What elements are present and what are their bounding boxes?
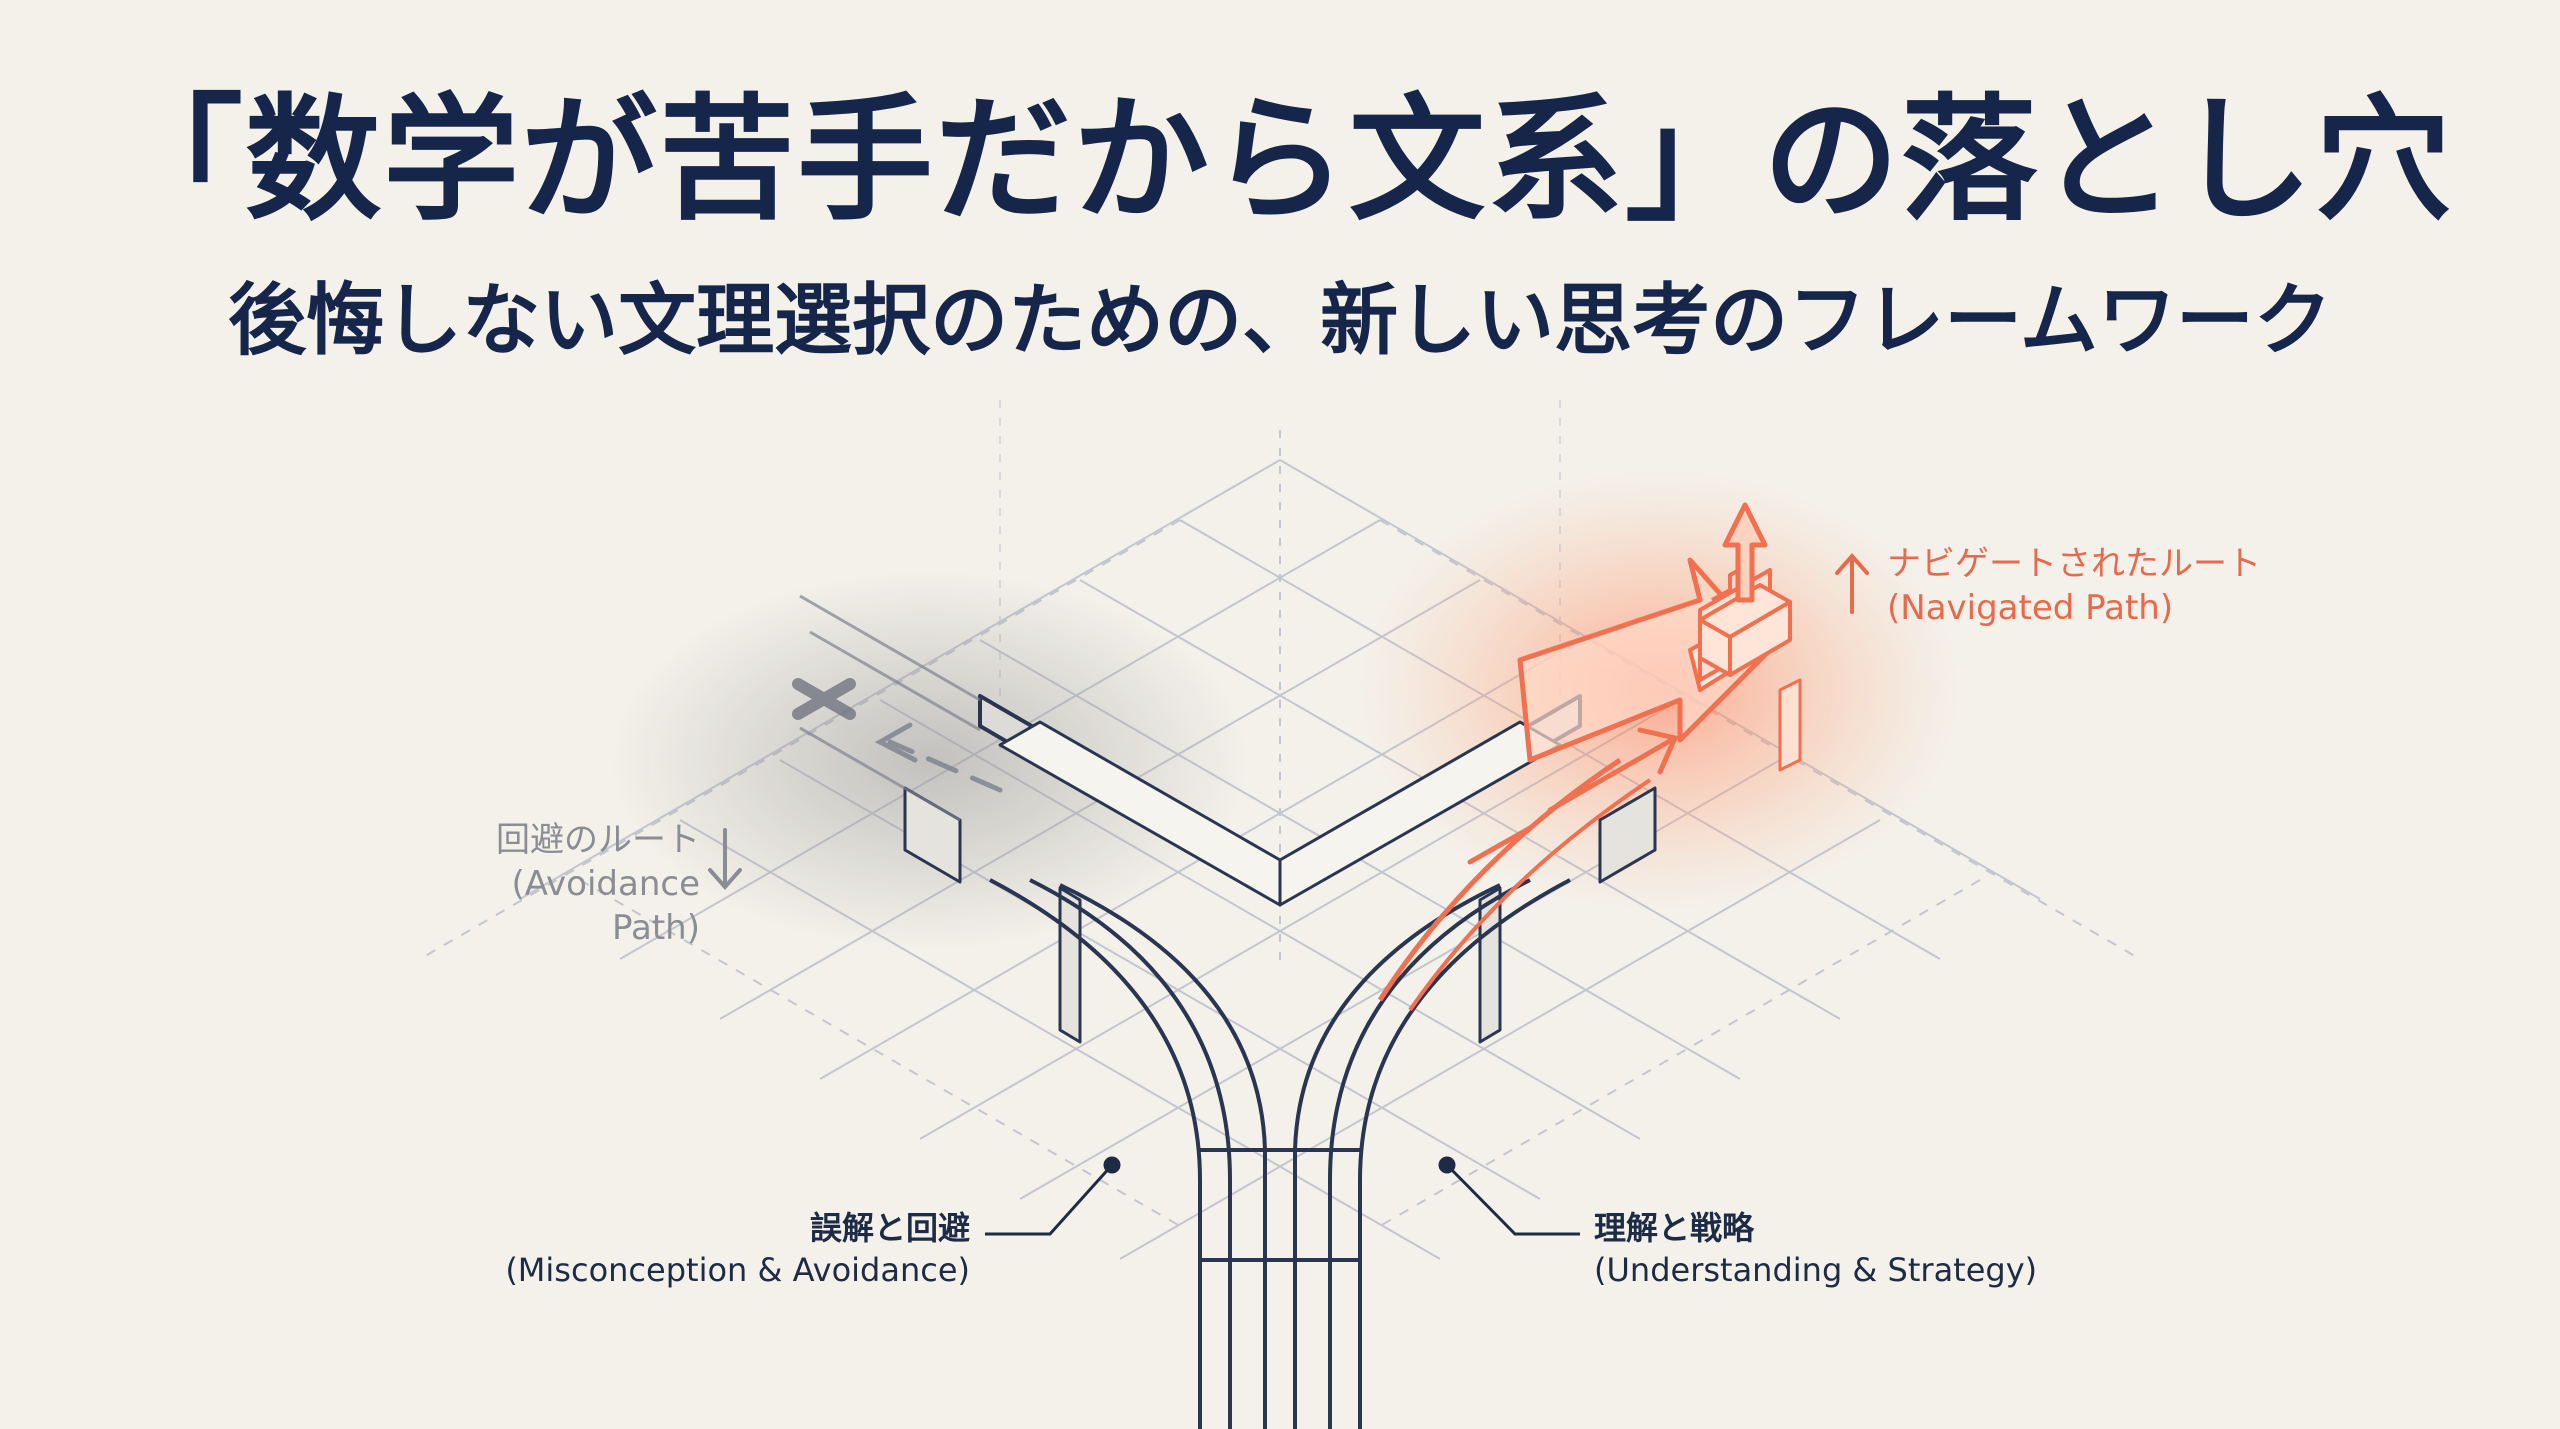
page-title: 「数学が苦手だから文系」の落とし穴 <box>107 82 2453 240</box>
stairs-icon <box>1698 550 1792 677</box>
arrow-down-icon <box>708 828 742 891</box>
avoidance-route-label: 回避のルート (Avoidance Path) <box>430 818 700 951</box>
left-branch-label: 誤解と回避 (Misconception & Avoidance) <box>500 1208 970 1291</box>
right-branch-jp: 理解と戦略 <box>1594 1209 1755 1247</box>
left-branch-en: (Misconception & Avoidance) <box>505 1250 970 1289</box>
arrow-up-right-icon <box>1467 727 1679 865</box>
avoidance-route-jp: 回避のルート <box>496 820 700 860</box>
trunk-paths <box>989 878 1571 1429</box>
arrow-left-icon <box>874 722 1003 793</box>
navigated-route-en: (Navigated Path) <box>1887 588 2174 629</box>
left-walkway-extension <box>799 594 981 822</box>
right-branch-label: 理解と戦略 (Understanding & Strategy) <box>1594 1208 2037 1291</box>
left-branch-jp: 誤解と回避 <box>809 1209 970 1247</box>
page-subtitle: 後悔しない文理選択のための、新しい思考のフレームワーク <box>228 276 2332 366</box>
arrow-up-icon <box>1722 502 1768 603</box>
right-branch-en: (Understanding & Strategy) <box>1594 1250 2038 1289</box>
arrow-up-small-icon <box>1835 552 1869 614</box>
navigated-route-label: ナビゲートされたルート (Navigated Path) <box>1887 542 2261 630</box>
navigated-route-jp: ナビゲートされたルート <box>1887 544 2261 584</box>
v-walkway <box>903 694 1657 1044</box>
avoidance-route-en: (Avoidance Path) <box>511 864 700 949</box>
callout-left <box>985 1156 1121 1236</box>
x-mark-icon <box>792 678 856 720</box>
callout-right <box>1438 1156 1580 1236</box>
